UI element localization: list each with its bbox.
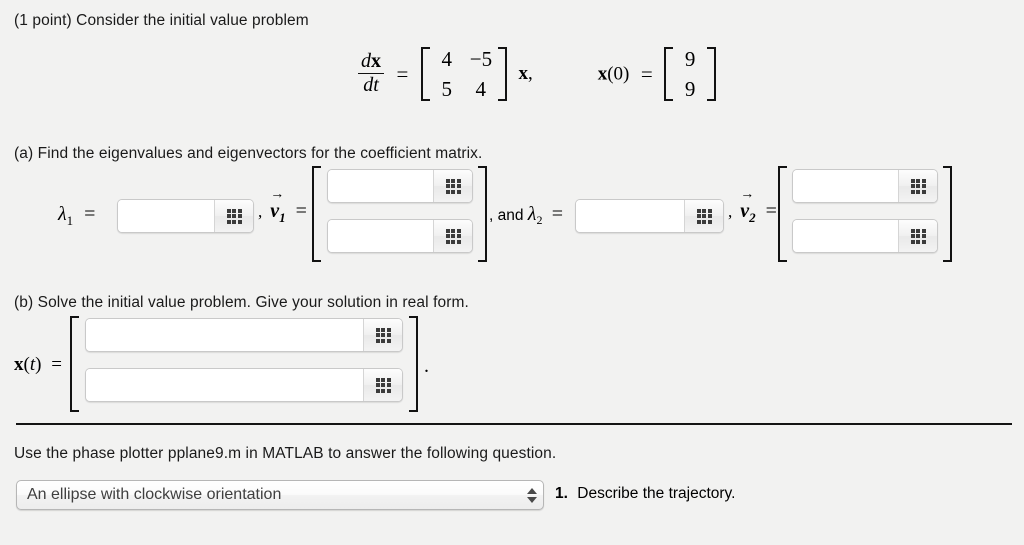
grid-keypad-icon[interactable]	[433, 170, 472, 202]
dot-grid-glyph	[696, 208, 712, 224]
trajectory-question: 1. Describe the trajectory.	[555, 485, 735, 503]
v1-left-bracket	[312, 166, 321, 262]
v2-label: , v→2 =	[728, 187, 777, 225]
xt-bottom-text-field[interactable]	[86, 369, 363, 401]
xt-right-bracket	[409, 316, 418, 412]
initial-condition-vector: 9 9	[673, 44, 707, 105]
matrix-cell: 5	[441, 77, 453, 102]
matrix-cell: 4	[441, 47, 453, 71]
initial-condition-equals: =	[640, 61, 653, 86]
xt-bottom-input[interactable]	[85, 368, 403, 402]
matrix-cell: 4	[475, 77, 487, 102]
v1-bottom-text-field[interactable]	[328, 220, 433, 252]
v2-left-bracket	[778, 166, 787, 262]
xt-left-bracket-wrap	[70, 316, 79, 412]
vector-row: 9	[673, 74, 707, 104]
dot-grid-glyph	[910, 228, 926, 244]
problem-statement: (1 point) Consider the initial value pro…	[14, 12, 309, 29]
v1-right-bracket	[478, 166, 487, 262]
xt-label: x(t) =	[14, 354, 62, 375]
trajectory-select-value: An ellipse with clockwise orientation	[27, 486, 282, 503]
v1-bottom-input[interactable]	[327, 219, 473, 253]
vector-row: 9	[673, 44, 707, 74]
v1-vector-group	[312, 166, 321, 262]
chevron-down-icon	[527, 496, 537, 503]
lambda2-label: , and λ2 =	[489, 203, 564, 228]
grid-keypad-icon[interactable]	[214, 200, 253, 232]
xt-left-bracket	[70, 316, 79, 412]
lambda1-label: λ1 =	[58, 203, 96, 228]
question-number: 1.	[555, 485, 568, 502]
dot-grid-glyph	[445, 178, 461, 194]
lambda1-input[interactable]	[117, 199, 254, 233]
v1-top-input[interactable]	[327, 169, 473, 203]
part-b-instruction: (b) Solve the initial value problem. Giv…	[14, 294, 469, 311]
xt-top-input[interactable]	[85, 318, 403, 352]
initial-vector-right-bracket	[707, 47, 717, 102]
grid-keypad-icon[interactable]	[684, 200, 723, 232]
xt-top-text-field[interactable]	[86, 319, 363, 351]
vector-cell: 9	[684, 47, 696, 71]
derivative-denominator: dt	[363, 73, 379, 96]
lambda2-input[interactable]	[575, 199, 724, 233]
v2-right-bracket	[943, 166, 952, 262]
grid-keypad-icon[interactable]	[898, 220, 937, 252]
dot-grid-glyph	[445, 228, 461, 244]
part-a-instruction: (a) Find the eigenvalues and eigenvector…	[14, 145, 483, 162]
lambda2-text-field[interactable]	[576, 200, 684, 232]
v1-top-text-field[interactable]	[328, 170, 433, 202]
stepper-arrows-icon[interactable]	[521, 481, 543, 509]
v2-top-input[interactable]	[792, 169, 938, 203]
ode-equals-sign: =	[396, 61, 409, 86]
v2-bottom-input[interactable]	[792, 219, 938, 253]
state-vector-symbol: x,	[518, 63, 533, 85]
part-b-trailing-period: .	[424, 355, 429, 377]
v1-right-bracket-wrap	[478, 166, 487, 262]
matrix-row: 4 −5	[430, 44, 498, 74]
grid-keypad-icon[interactable]	[363, 319, 402, 351]
v1-label: , v→1 =	[258, 187, 307, 225]
initial-condition-label: x(0)	[597, 63, 630, 85]
grid-keypad-icon[interactable]	[363, 369, 402, 401]
dot-grid-glyph	[375, 377, 391, 393]
coefficient-matrix-left-bracket	[420, 47, 430, 102]
initial-vector-left-bracket	[664, 47, 674, 102]
trajectory-select[interactable]: An ellipse with clockwise orientation	[16, 480, 544, 510]
lambda1-text-field[interactable]	[118, 200, 214, 232]
dot-grid-glyph	[226, 208, 242, 224]
v2-bottom-text-field[interactable]	[793, 220, 898, 252]
xt-right-bracket-wrap	[409, 316, 418, 412]
dot-grid-glyph	[375, 327, 391, 343]
derivative-numerator: dx	[358, 50, 384, 74]
v2-top-text-field[interactable]	[793, 170, 898, 202]
question-text: Describe the trajectory.	[577, 485, 736, 502]
vector-cell: 9	[684, 77, 696, 102]
coefficient-matrix-right-bracket	[498, 47, 508, 102]
grid-keypad-icon[interactable]	[898, 170, 937, 202]
matrix-cell: −5	[469, 47, 493, 71]
derivative-fraction: dx dt	[358, 50, 384, 96]
grid-keypad-icon[interactable]	[433, 220, 472, 252]
v2-left-bracket-wrap	[778, 166, 787, 262]
section-divider	[16, 423, 1012, 425]
v2-right-bracket-wrap	[943, 166, 952, 262]
part-c-instruction: Use the phase plotter pplane9.m in MATLA…	[14, 445, 557, 462]
dot-grid-glyph	[910, 178, 926, 194]
chevron-up-icon	[527, 487, 537, 494]
